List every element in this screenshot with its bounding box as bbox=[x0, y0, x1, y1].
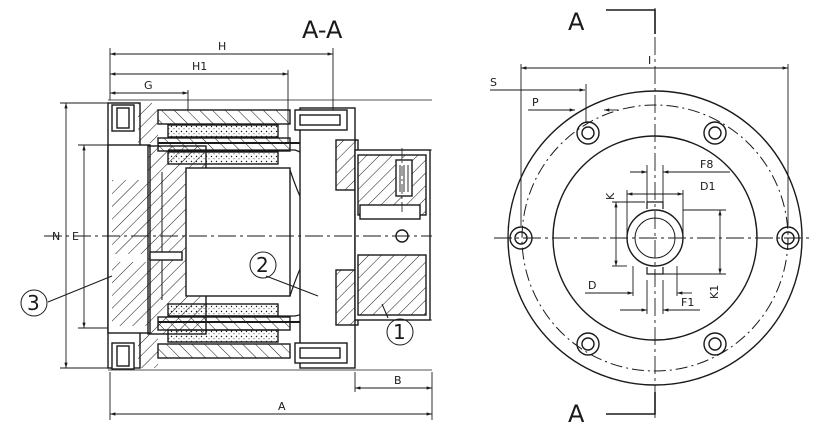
body bbox=[294, 107, 431, 369]
dim-K: K bbox=[604, 192, 617, 200]
dim-S: S bbox=[490, 76, 497, 89]
callout-leaders bbox=[20, 251, 414, 346]
dim-I: I bbox=[648, 54, 651, 67]
dim-P: P bbox=[532, 96, 539, 109]
front-dimensions bbox=[490, 64, 789, 314]
dim-D: D bbox=[588, 279, 596, 292]
dim-G: G bbox=[144, 79, 153, 92]
callout-3: 3 bbox=[27, 291, 40, 315]
view-title: A-A bbox=[302, 16, 343, 44]
dim-H1: H1 bbox=[192, 60, 207, 73]
callout-2-circle bbox=[249, 251, 277, 279]
dim-A: A bbox=[278, 400, 286, 413]
dim-E: E bbox=[72, 230, 79, 243]
dim-K1: K1 bbox=[708, 285, 721, 299]
section-mark-top: A bbox=[568, 8, 585, 36]
dim-B: B bbox=[394, 374, 402, 387]
callout-2: 2 bbox=[256, 253, 269, 277]
callout-1: 1 bbox=[393, 320, 406, 344]
dim-N: N bbox=[52, 230, 60, 243]
section-mark-bottom: A bbox=[568, 400, 585, 428]
front-view bbox=[494, 8, 812, 418]
dim-F1: F1 bbox=[681, 296, 694, 309]
section-view bbox=[44, 99, 432, 371]
callout-3-circle bbox=[20, 289, 48, 317]
dim-D1: D1 bbox=[700, 180, 715, 193]
hub bbox=[147, 145, 291, 335]
flange bbox=[107, 102, 158, 370]
dim-F8: F8 bbox=[700, 158, 713, 171]
section-dimensions bbox=[60, 48, 433, 420]
friction-pads bbox=[167, 124, 279, 343]
callout-1-circle bbox=[386, 318, 414, 346]
dim-H: H bbox=[218, 40, 226, 53]
